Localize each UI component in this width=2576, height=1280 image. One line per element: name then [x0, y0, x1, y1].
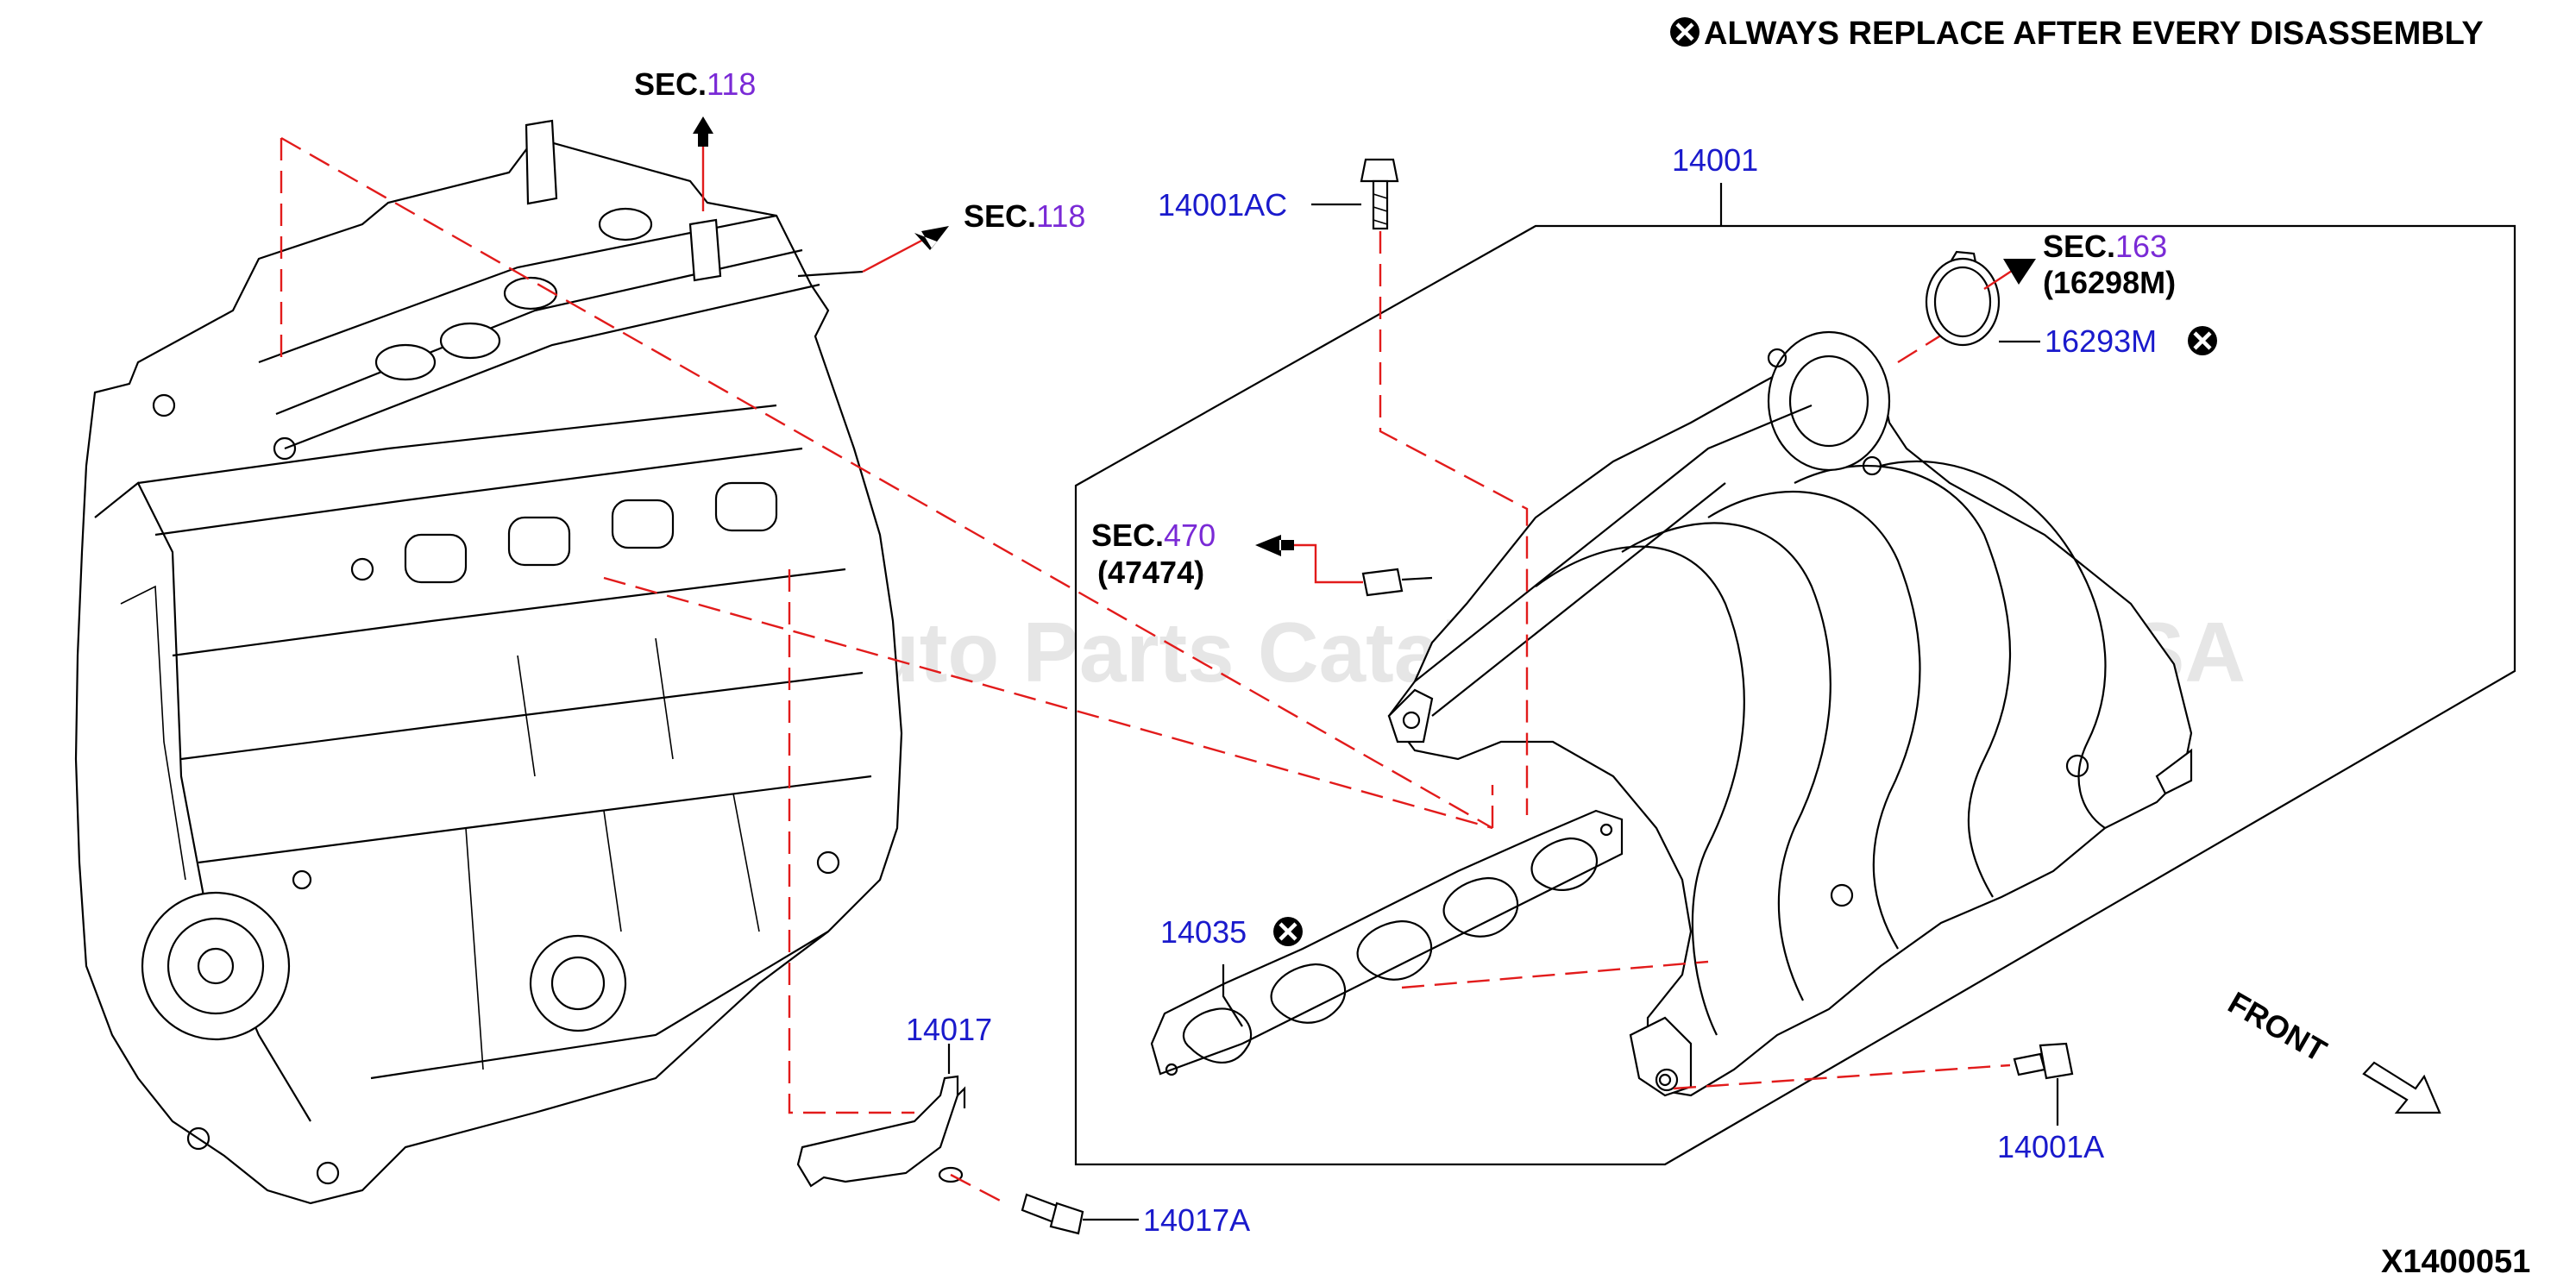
sec-470-number: 470 — [1164, 518, 1216, 553]
engine-block — [74, 119, 903, 1205]
part-14017a-label[interactable]: 14017A — [1143, 1202, 1250, 1238]
front-label: FRONT — [2222, 984, 2333, 1069]
bolt-14017a[interactable] — [1021, 1193, 1084, 1235]
sec-118-top[interactable]: SEC.118 — [634, 66, 756, 211]
replace-note-text: ALWAYS REPLACE AFTER EVERY DISASSEMBLY — [1704, 16, 2484, 52]
part-14001ac-label[interactable]: 14001AC — [1158, 187, 1287, 223]
sec-118-right-number: 118 — [1036, 198, 1085, 234]
intake-manifold[interactable] — [1361, 330, 2193, 1097]
sec-163-prefix: SEC. — [2043, 229, 2115, 264]
circle-x-icon — [2188, 326, 2217, 355]
sec-470[interactable]: SEC.470 (47474) — [1091, 518, 1363, 590]
svg-text:SEC.470: SEC.470 — [1091, 518, 1216, 553]
replace-note: ALWAYS REPLACE AFTER EVERY DISASSEMBLY — [1670, 16, 2484, 52]
sec-163-ref: (16298M) — [2043, 265, 2176, 300]
bolt-14001a[interactable] — [2013, 1042, 2074, 1080]
sec-118-right-prefix: SEC. — [964, 198, 1036, 234]
part-16293m-label[interactable]: 16293M — [2045, 323, 2157, 359]
part-14035-label[interactable]: 14035 — [1160, 914, 1247, 950]
svg-text:SEC.118: SEC.118 — [964, 198, 1085, 234]
sec-163-number: 163 — [2115, 229, 2167, 264]
part-14017-label[interactable]: 14017 — [906, 1012, 992, 1047]
circle-x-icon — [1273, 917, 1303, 946]
part-14001a-label[interactable]: 14001A — [1997, 1129, 2104, 1164]
gasket-14035[interactable] — [1150, 809, 1624, 1076]
diagram-id: X1400051 — [2381, 1244, 2530, 1280]
manifold-assembly-box — [1074, 224, 2516, 1166]
part-14001-label[interactable]: 14001 — [1672, 142, 1758, 178]
bracket-14017[interactable] — [796, 1075, 966, 1188]
sec-118-right[interactable]: SEC.118 — [862, 198, 1085, 273]
sec-163[interactable]: SEC.163 (16298M) — [2043, 229, 2176, 300]
front-arrow-icon — [2362, 1061, 2441, 1114]
sec-118-top-number: 118 — [707, 66, 756, 102]
sec-470-ref: (47474) — [1097, 555, 1204, 590]
circle-x-icon — [1670, 17, 1700, 47]
front-indicator: FRONT — [2222, 984, 2441, 1114]
sec-470-prefix: SEC. — [1091, 518, 1164, 553]
bolt-14001ac[interactable] — [1360, 158, 1399, 230]
svg-text:SEC.163: SEC.163 — [2043, 229, 2167, 264]
sec-118-top-prefix: SEC. — [634, 66, 707, 102]
svg-text:SEC.118: SEC.118 — [634, 66, 756, 102]
seal-16293m[interactable] — [1925, 250, 2001, 347]
